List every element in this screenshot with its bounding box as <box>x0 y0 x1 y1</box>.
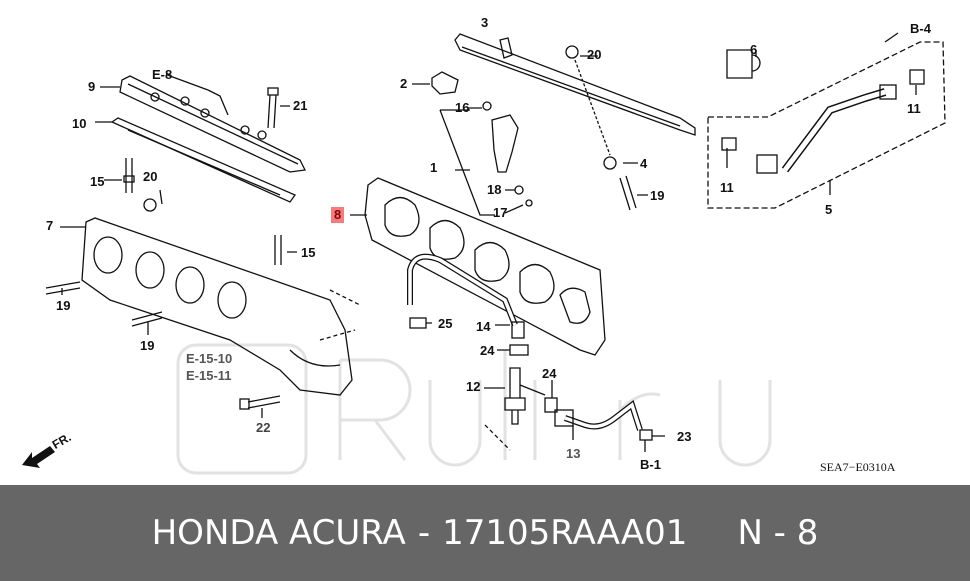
callout-15-upper[interactable]: 15 <box>90 174 105 189</box>
callout-6[interactable]: 6 <box>750 42 758 57</box>
callout-11-left[interactable]: 11 <box>720 180 734 195</box>
watermark-logo <box>176 343 772 475</box>
callout-4[interactable]: 4 <box>640 156 648 171</box>
callout-22[interactable]: 22 <box>256 420 271 435</box>
callout-24-upper[interactable]: 24 <box>480 343 495 358</box>
callout-1[interactable]: 1 <box>430 160 438 175</box>
callout-15-lower[interactable]: 15 <box>301 245 316 260</box>
callout-12[interactable]: 12 <box>466 379 481 394</box>
callout-18[interactable]: 18 <box>487 182 502 197</box>
callout-21[interactable]: 21 <box>293 98 308 113</box>
callout-17[interactable]: 17 <box>493 205 508 220</box>
callout-24-lower[interactable]: 24 <box>542 366 557 381</box>
callout-3[interactable]: 3 <box>481 15 489 30</box>
separator: - <box>417 513 431 553</box>
callout-8-highlighted[interactable]: 8 <box>331 207 345 223</box>
callout-19-middle[interactable]: 19 <box>140 338 155 353</box>
callout-9[interactable]: 9 <box>88 79 96 94</box>
callout-19-right[interactable]: 19 <box>650 188 665 203</box>
ref-e-8[interactable]: E-8 <box>152 67 173 82</box>
ref-e-15-11[interactable]: E-15-11 <box>186 368 232 383</box>
callout-14[interactable]: 14 <box>476 319 491 334</box>
part-number: 17105RAAA01 <box>442 513 688 553</box>
part-info-banner: HONDA ACURA - 17105RAAA01 N - 8 <box>0 485 970 581</box>
callout-23[interactable]: 23 <box>677 429 692 444</box>
callout-16[interactable]: 16 <box>455 100 470 115</box>
ref-b-4[interactable]: B-4 <box>910 21 931 36</box>
brand-name: HONDA ACURA <box>151 513 406 553</box>
front-arrow-icon <box>22 446 55 468</box>
ref-b-1[interactable]: B-1 <box>640 457 661 472</box>
callout-19-left[interactable]: 19 <box>56 298 71 313</box>
drawing-code: SEA7−E0310A <box>820 460 896 474</box>
callout-20-right[interactable]: 20 <box>587 47 602 62</box>
callout-2[interactable]: 2 <box>400 76 408 91</box>
callout-13[interactable]: 13 <box>566 446 581 461</box>
diagram-position: N - 8 <box>737 513 819 553</box>
callout-25[interactable]: 25 <box>438 316 453 331</box>
parts-diagram: 1 2 3 4 5 6 7 8 9 10 11 11 12 13 14 15 1… <box>22 15 946 475</box>
callout-10[interactable]: 10 <box>72 116 87 131</box>
callout-20-left[interactable]: 20 <box>143 169 158 184</box>
exploded-parts-drawing <box>22 32 946 475</box>
callout-7[interactable]: 7 <box>46 218 54 233</box>
callout-11-right[interactable]: 11 <box>907 101 921 116</box>
ref-e-15-10[interactable]: E-15-10 <box>186 351 233 366</box>
callout-5[interactable]: 5 <box>825 202 833 217</box>
